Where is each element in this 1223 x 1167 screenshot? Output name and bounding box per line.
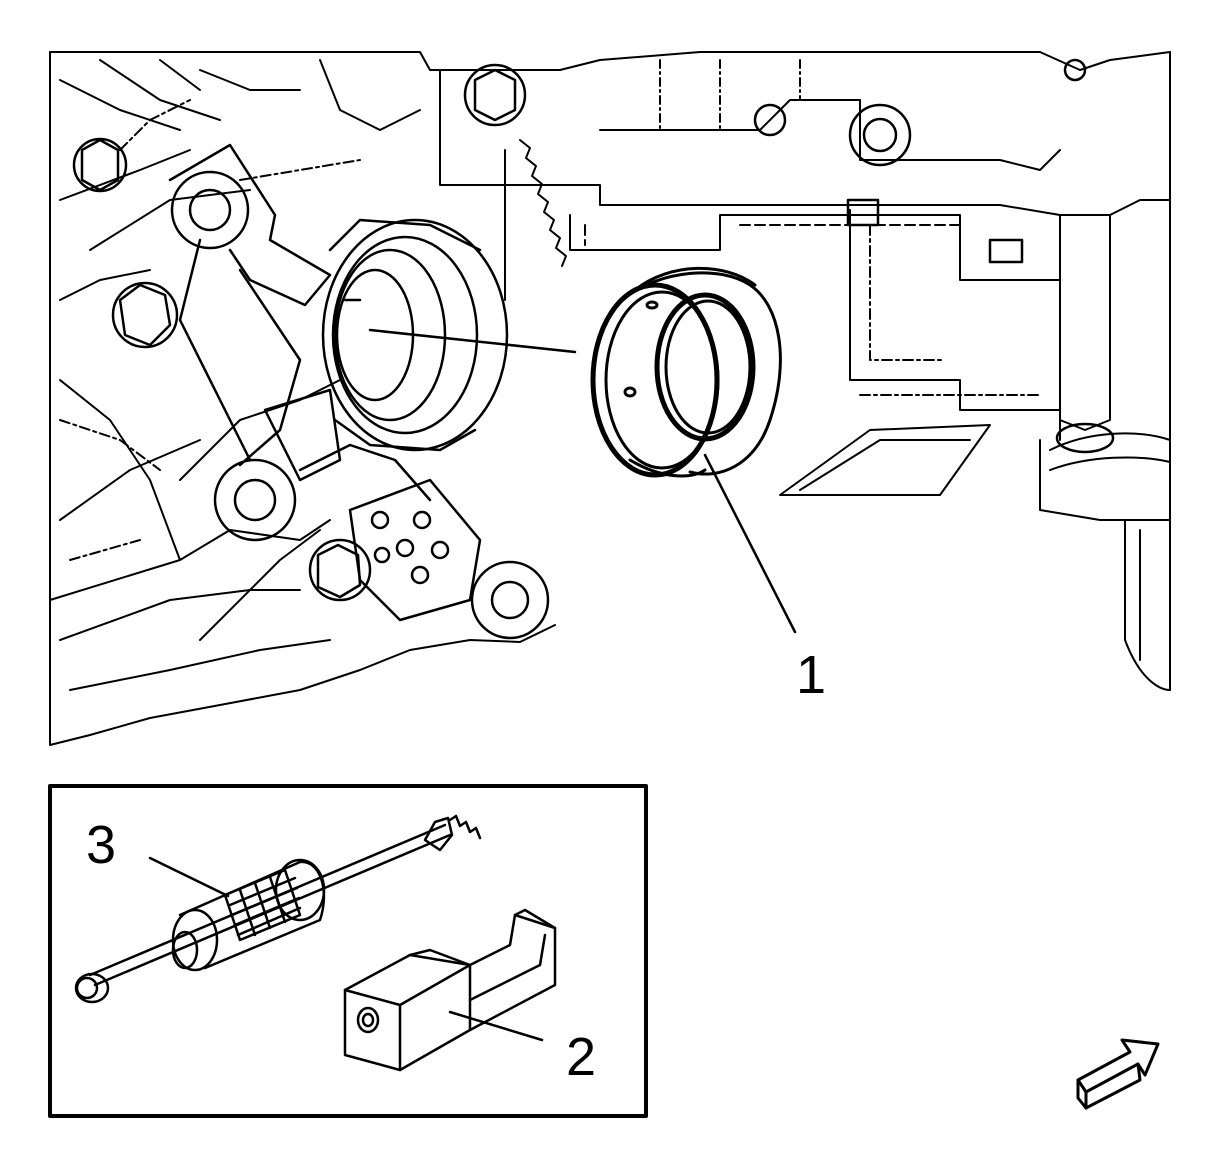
seal-bore bbox=[321, 218, 509, 452]
slide-hammer-tool bbox=[74, 814, 482, 1004]
remover-adapter-tool bbox=[343, 908, 557, 1072]
oil-seal bbox=[590, 266, 782, 478]
callout-2-label: 2 bbox=[566, 1027, 597, 1087]
install-leader-line bbox=[368, 328, 797, 634]
tool-inset-frame bbox=[48, 784, 648, 1118]
callout-3-label: 3 bbox=[86, 815, 117, 875]
view-direction-arrow-icon bbox=[1076, 1038, 1160, 1110]
mounting-bolts bbox=[72, 58, 1115, 640]
housing-flange bbox=[168, 143, 432, 502]
engine-block-drawing bbox=[49, 51, 1171, 746]
callout-1-label: 1 bbox=[796, 645, 827, 705]
inset-leader-lines bbox=[148, 856, 544, 1042]
